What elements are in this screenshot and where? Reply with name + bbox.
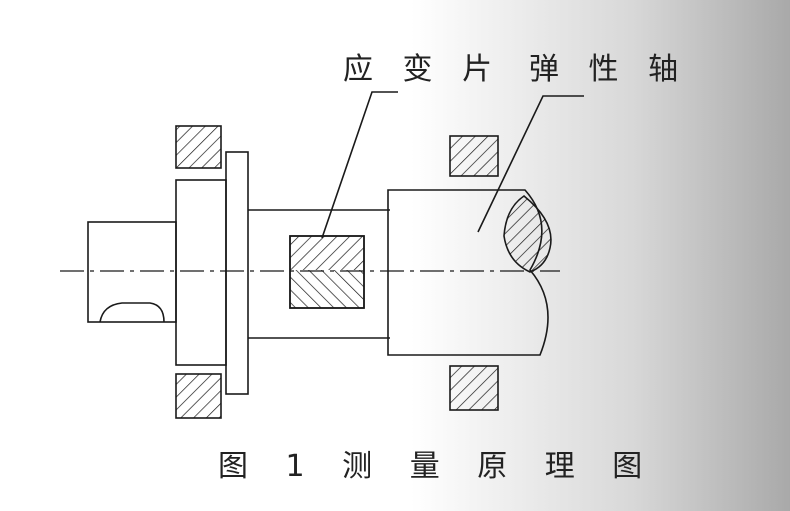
leader-line-strain-gauge (321, 91, 398, 239)
strain-gauge-label: 应 变 片 (343, 52, 503, 87)
shaft-cross-section (503, 195, 552, 273)
support-block-top-left (175, 125, 222, 169)
hub (175, 179, 227, 366)
leader-line-elastic-shaft (477, 95, 584, 233)
thin-shaft-section (248, 209, 390, 339)
flange (225, 151, 249, 395)
figure-caption: 图 1 测 量 原 理 图 (218, 449, 657, 484)
elastic-shaft-label: 弹 性 轴 (529, 52, 689, 87)
support-block-bottom-right (449, 365, 499, 411)
strain-gauge (289, 235, 365, 309)
support-block-bottom-left (175, 373, 222, 419)
input-shaft-stub (87, 221, 177, 323)
support-block-top-right (449, 135, 499, 177)
